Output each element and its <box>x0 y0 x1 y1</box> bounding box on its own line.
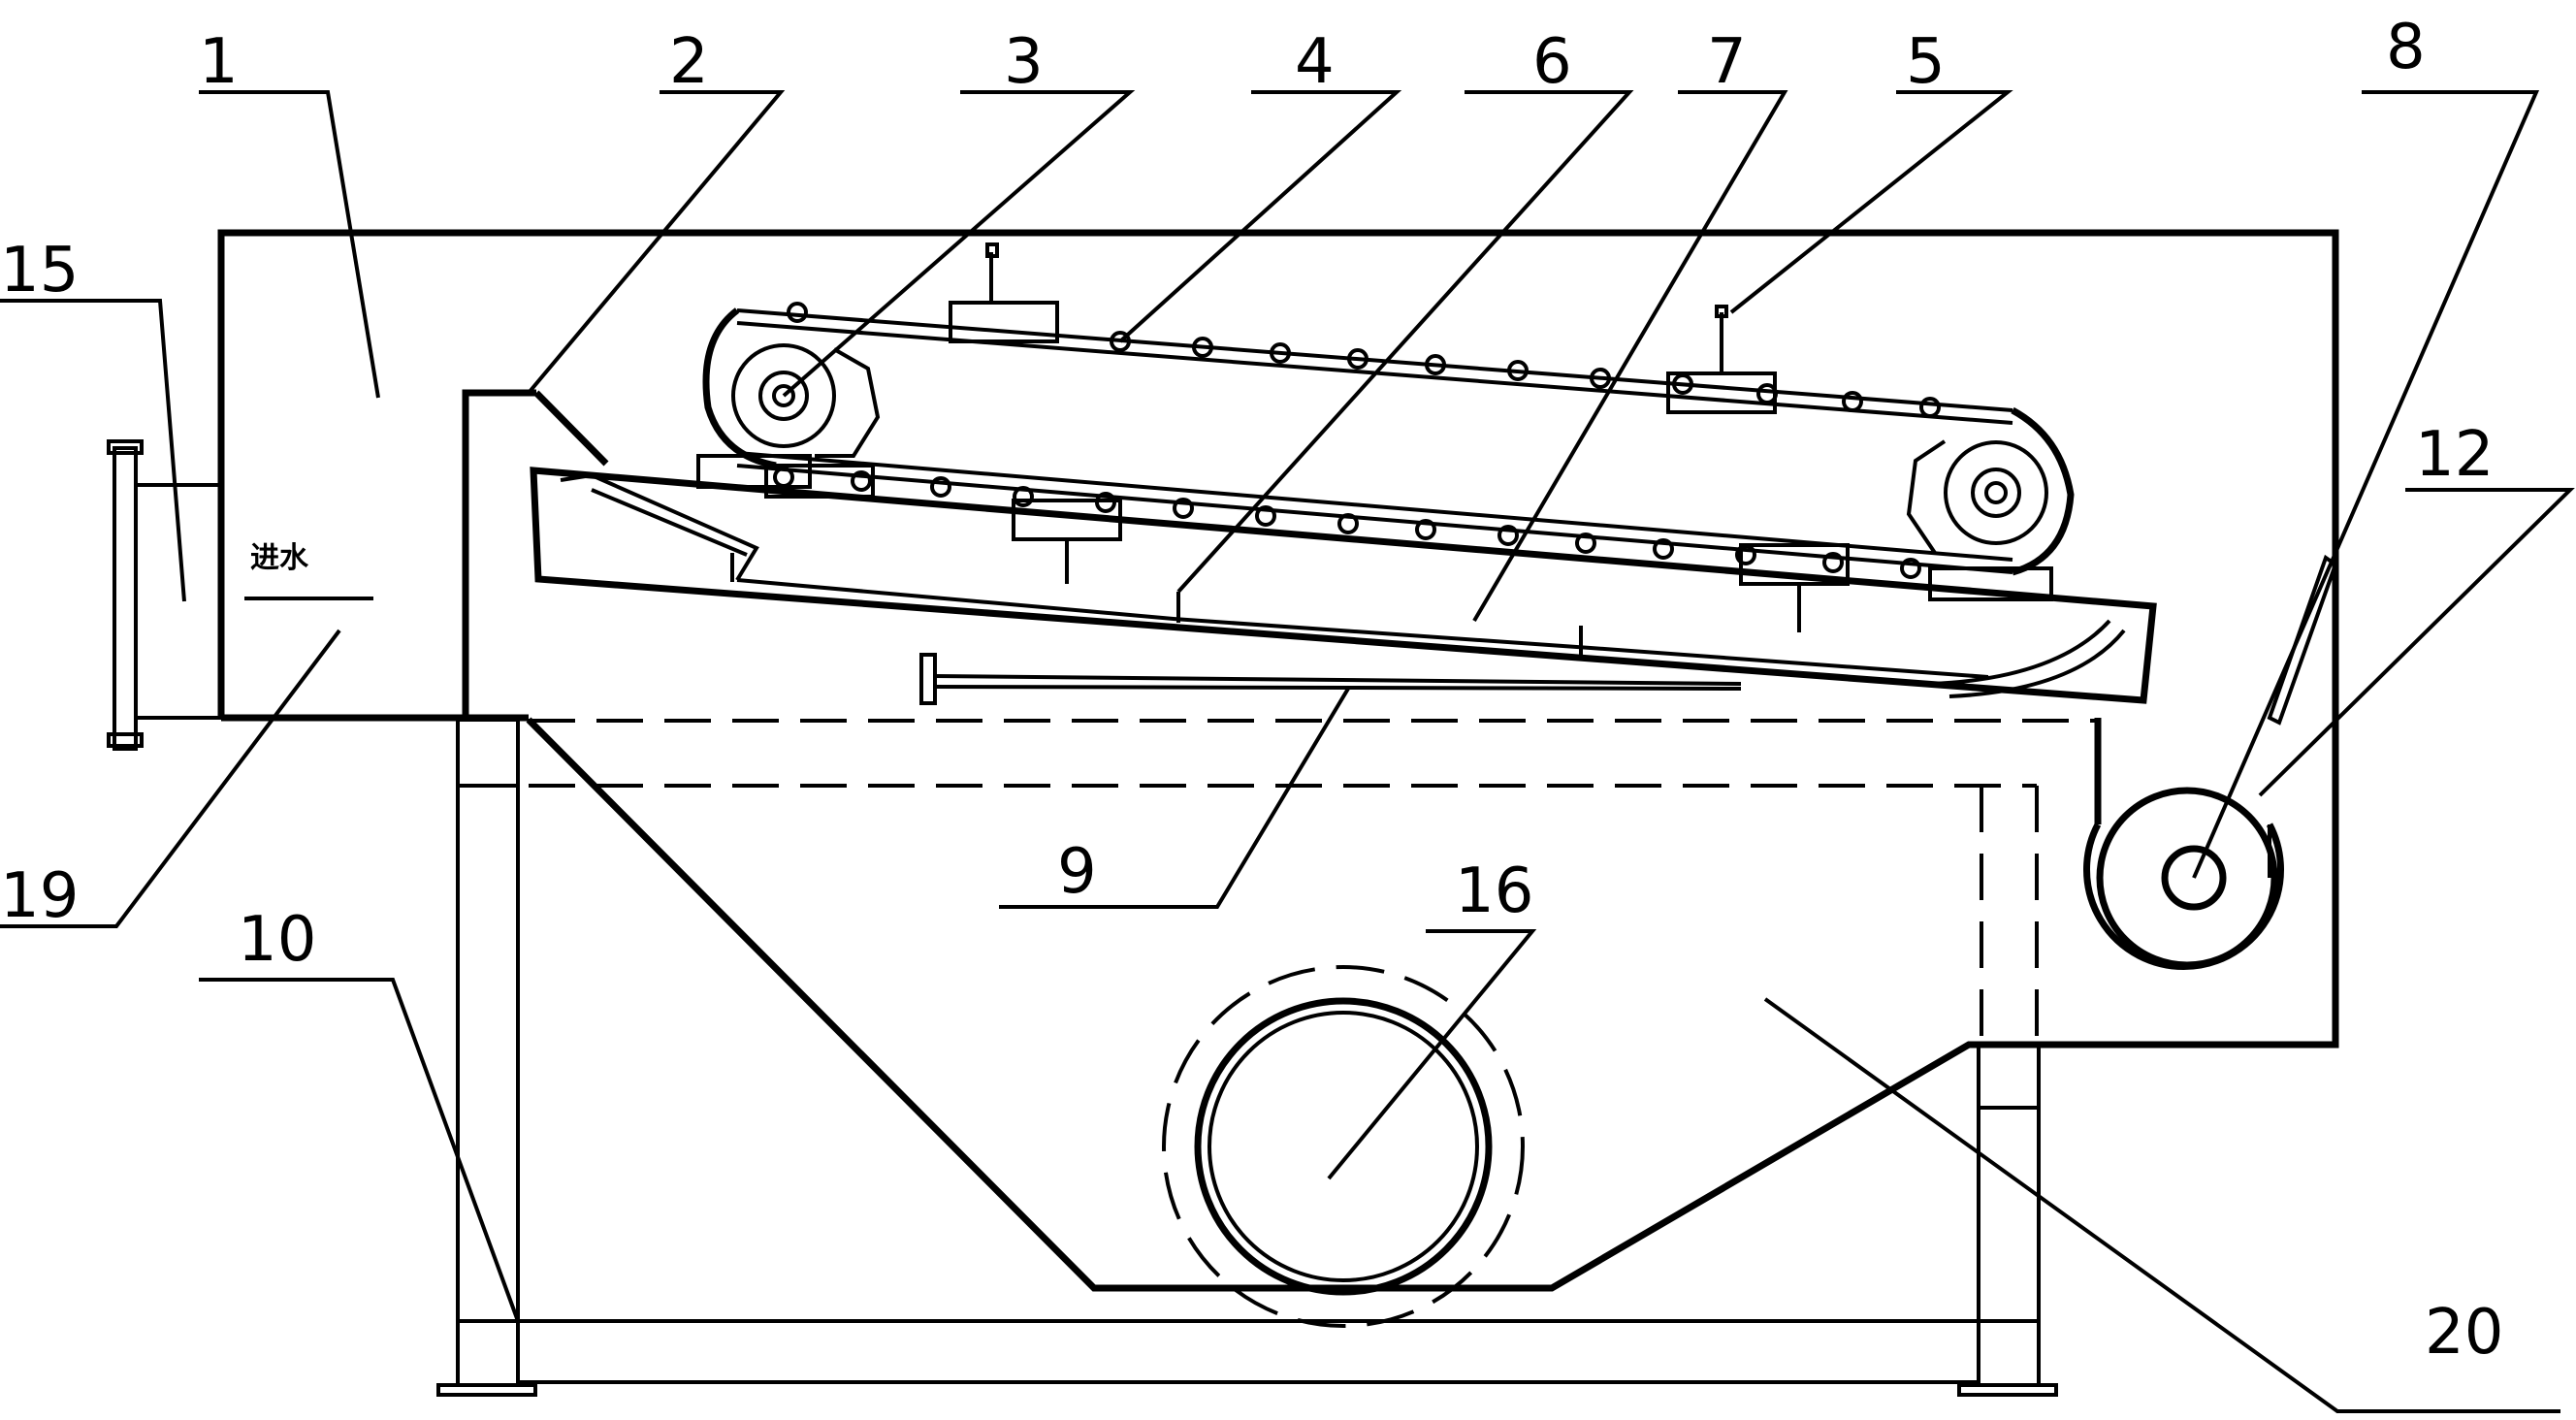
drum-roller <box>2083 554 2338 971</box>
callout-20: 20 <box>2425 1297 2503 1369</box>
stand-frame <box>436 718 2058 1397</box>
scraper-plates <box>764 242 1850 632</box>
outlet-pipe <box>1162 965 1525 1328</box>
inlet-pipe: 进水 <box>107 439 373 751</box>
callout-9: 9 <box>1057 836 1097 908</box>
callout-1: 1 <box>199 26 239 98</box>
inlet-label: 进水 <box>250 541 309 575</box>
callout-10: 10 <box>238 904 316 976</box>
left-sprocket <box>696 307 881 489</box>
callout-15: 15 <box>0 235 79 307</box>
chain-rollers-lower <box>773 467 1921 579</box>
callout-19: 19 <box>0 860 79 932</box>
rod <box>919 653 1742 705</box>
callout-3: 3 <box>1004 26 1044 98</box>
callout-5: 5 <box>1906 26 1946 98</box>
callout-8: 8 <box>2386 12 2426 83</box>
housing-outline <box>217 229 2339 1049</box>
chain-conveyor <box>696 242 2075 632</box>
callout-2: 2 <box>669 26 709 98</box>
water-level-lines <box>529 719 2098 1045</box>
callout-6: 6 <box>1532 26 1572 98</box>
leader-lines <box>0 90 2575 1413</box>
callout-16: 16 <box>1455 855 1533 927</box>
filter-tray <box>530 467 2157 704</box>
right-sprocket <box>1906 406 2075 601</box>
callout-12: 12 <box>2415 419 2494 491</box>
callout-labels: 1 2 3 4 6 7 5 8 15 12 19 9 16 10 20 <box>0 12 2503 1369</box>
callout-7: 7 <box>1707 26 1747 98</box>
callout-4: 4 <box>1295 26 1335 98</box>
